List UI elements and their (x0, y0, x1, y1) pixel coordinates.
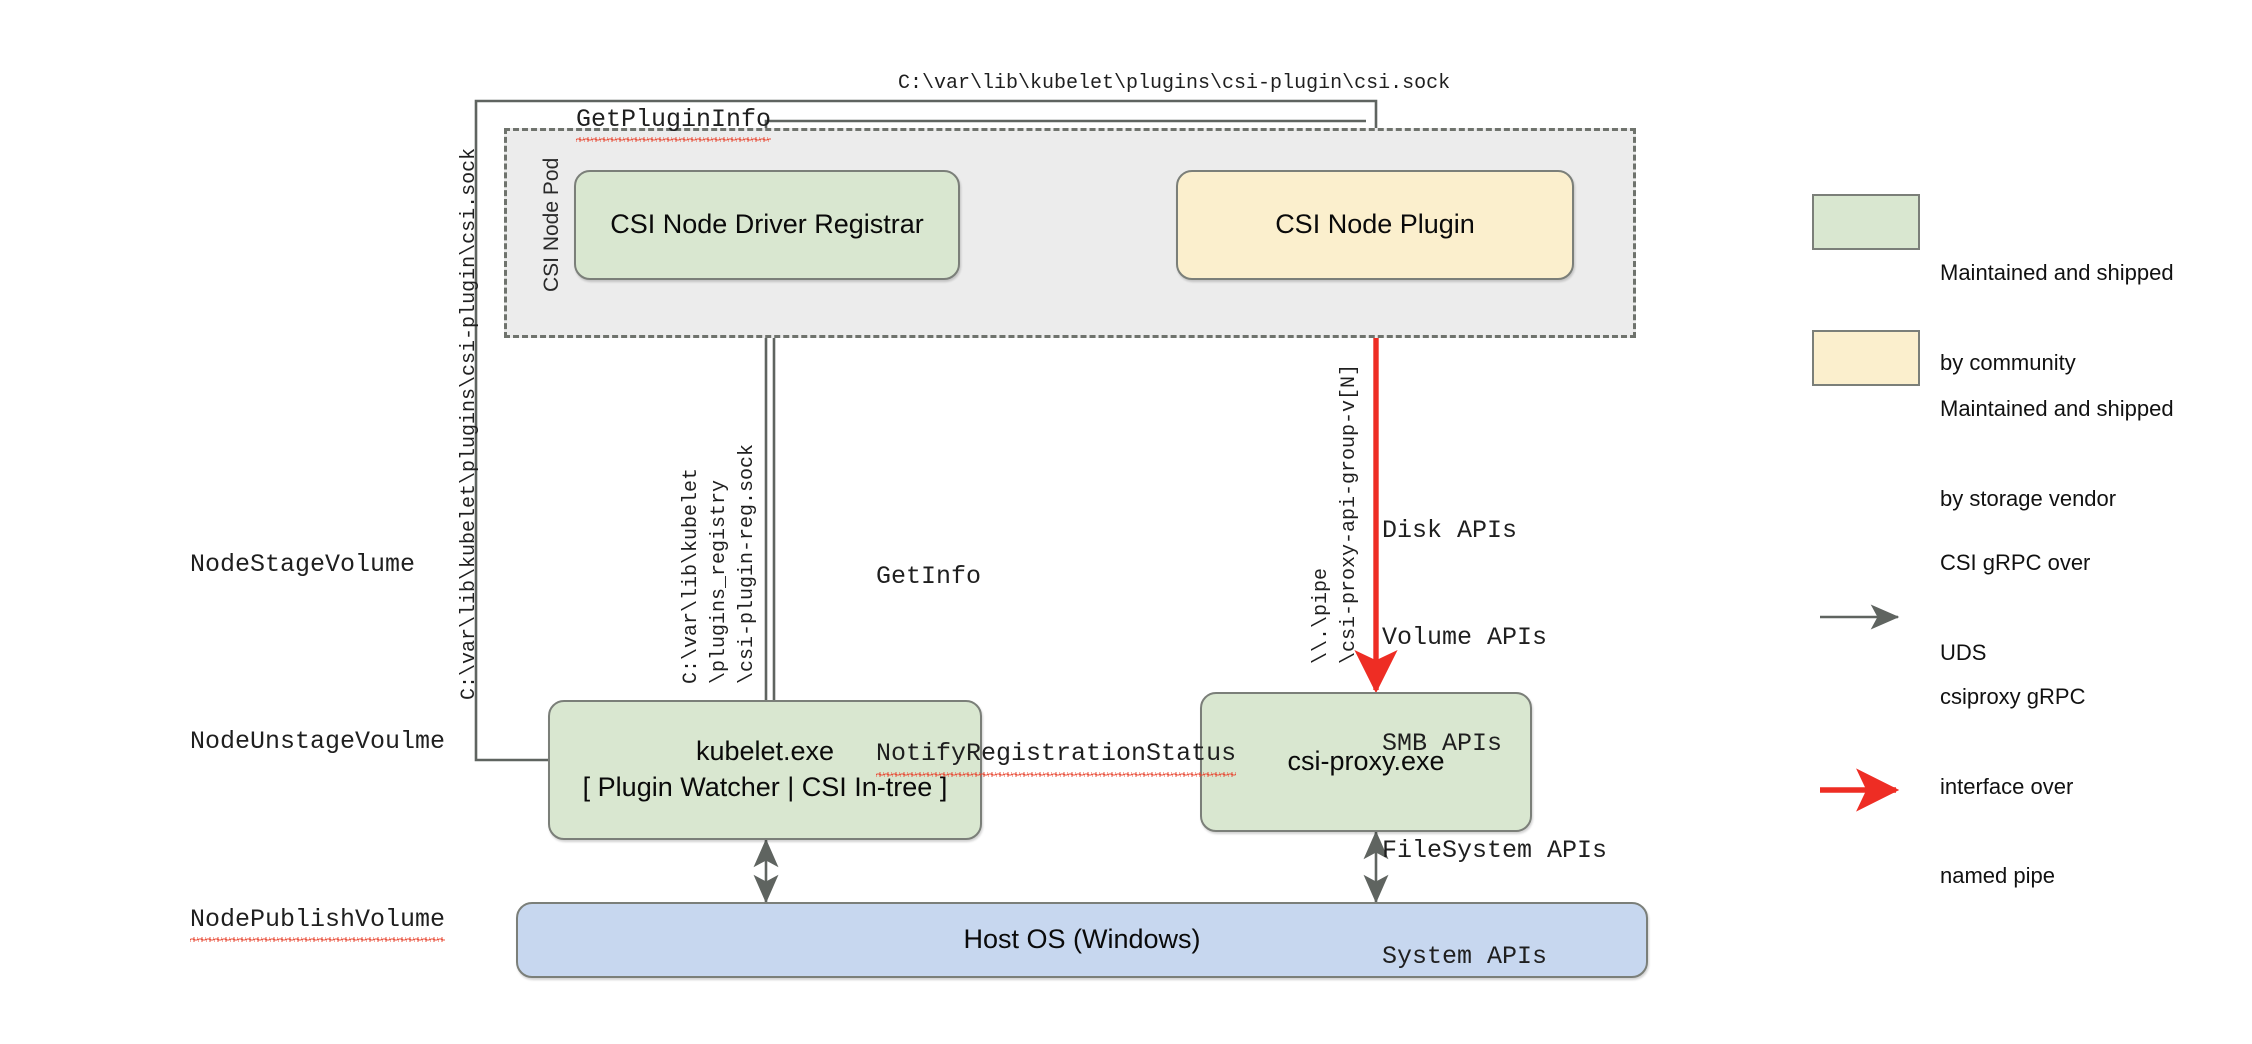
legend-line-2: UDS (1940, 639, 1987, 665)
call-text: GetInfo (876, 561, 982, 591)
node-csi-proxy-exe[interactable]: csi-proxy.exe (1200, 692, 1532, 832)
label-csi-sock-path-top: C:\var\lib\kubelet\plugins\csi-plugin\cs… (898, 72, 1451, 95)
legend-label-vendor: Maintained and shipped by storage vendor (1940, 334, 2174, 573)
legend-line-2: by storage vendor (1940, 485, 2117, 511)
node-csi-node-driver-registrar[interactable]: CSI Node Driver Registrar (574, 170, 960, 280)
call-text: NotifyRegistrationStatus (876, 736, 1237, 776)
legend-label-csi-grpc-uds: CSI gRPC over UDS (1940, 488, 2090, 727)
call-text: NodeUnstageVoulme (190, 727, 446, 756)
registrar-call-1: NotifyRegistrationStatus (786, 701, 1237, 808)
label-text: GetPluginInfo (576, 102, 772, 142)
registrar-call-list: GetInfo NotifyRegistrationStatus (786, 452, 1237, 878)
label-registry-sock-line-2: \plugins_registry (708, 479, 731, 684)
node-call-0: NodeStageVolume (100, 511, 415, 618)
legend-line-1: CSI gRPC over (1940, 549, 2091, 575)
kubelet-title: kubelet.exe (695, 736, 835, 767)
label-named-pipe-line-1: \\.\pipe (1310, 567, 1333, 664)
call-text: NodeStageVolume (190, 549, 416, 579)
node-call-2: NodePublishVolume (100, 866, 446, 973)
node-label: CSI Node Driver Registrar (610, 209, 924, 240)
label-get-plugin-info: GetPluginInfo (516, 66, 772, 173)
node-label: CSI Node Plugin (1275, 209, 1475, 240)
legend-swatch-community (1812, 194, 1920, 250)
label-registry-sock-line-3: \csi-plugin-reg.sock (736, 443, 759, 684)
node-service-call-list: NodeStageVolume NodeUnstageVoulme NodePu… (100, 440, 446, 1044)
legend-line-2: by community (1940, 349, 2076, 375)
legend-line-1: Maintained and shipped (1940, 395, 2174, 421)
label-named-pipe-line-2: \csi-proxy-api-group-v[N] (1338, 363, 1361, 664)
proxy-api-2: SMB APIs (1382, 729, 1503, 758)
call-text: NodePublishVolume (190, 902, 446, 942)
proxy-api-list: Disk APIs Volume APIs SMB APIs FileSyste… (1382, 442, 1607, 1044)
legend-label-csiproxy-named-pipe: csiproxy gRPC interface over named pipe (1940, 622, 2085, 951)
proxy-api-0: Disk APIs (1382, 516, 1518, 545)
legend-line-1: Maintained and shipped (1940, 259, 2174, 285)
legend-line-2: interface over (1940, 773, 2074, 799)
proxy-api-1: Volume APIs (1382, 622, 1548, 652)
label-csi-sock-path-left: C:\var\lib\kubelet\plugins\csi-plugin\cs… (458, 147, 481, 700)
label-registry-sock-line-1: C:\var\lib\kubelet (680, 467, 703, 684)
csi-node-pod-label: CSI Node Pod (540, 157, 563, 292)
node-call-1: NodeUnstageVoulme (100, 689, 445, 796)
legend-swatch-vendor (1812, 330, 1920, 386)
legend-label-community: Maintained and shipped by community (1940, 198, 2174, 437)
legend-line-1: csiproxy gRPC (1940, 683, 2086, 709)
node-label: csi-proxy.exe (1287, 746, 1445, 777)
node-label: Host OS (Windows) (963, 924, 1201, 955)
proxy-api-4: System APIs (1382, 942, 1548, 971)
kubelet-subtitle: [ Plugin Watcher | CSI In-tree ] (582, 772, 948, 802)
registrar-call-0: GetInfo (786, 523, 1236, 630)
node-host-os[interactable]: Host OS (Windows) (516, 902, 1648, 978)
node-csi-node-plugin[interactable]: CSI Node Plugin (1176, 170, 1574, 280)
proxy-api-3: FileSystem APIs (1382, 835, 1608, 865)
legend-line-3: named pipe (1940, 863, 2055, 889)
node-kubelet-exe[interactable]: kubelet.exe [ Plugin Watcher | CSI In-tr… (548, 700, 982, 840)
